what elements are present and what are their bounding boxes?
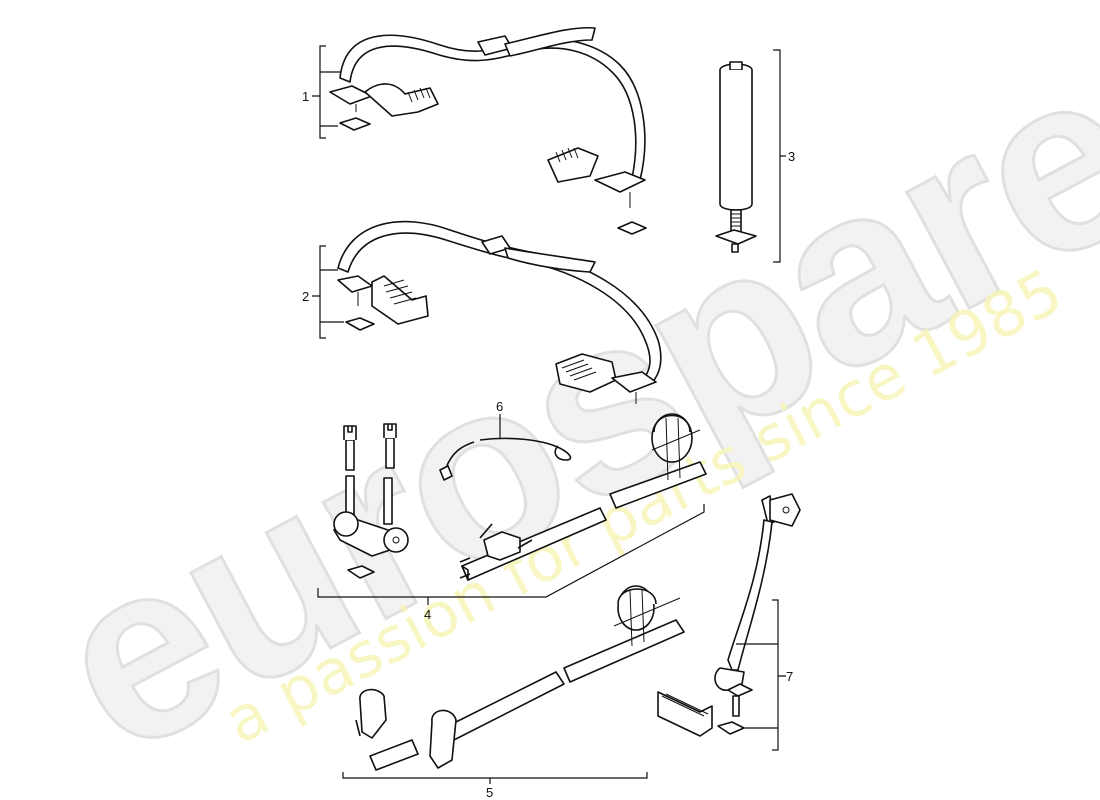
callout-7-label: 7 [786, 669, 793, 684]
callout-2-label: 2 [302, 289, 309, 304]
callout-6[interactable]: 6 [496, 399, 503, 438]
part-2-strap-assembly[interactable] [337, 220, 662, 404]
part-6-security-cable[interactable] [439, 437, 572, 481]
callout-7[interactable]: 7 [736, 599, 793, 751]
part-5-rail-assembly[interactable] [355, 585, 685, 771]
callout-6-label: 6 [496, 399, 503, 414]
callout-4-label: 4 [424, 607, 431, 622]
callout-3-label: 3 [788, 149, 795, 164]
callout-3[interactable]: 3 [773, 49, 795, 263]
part-1-strap-assembly[interactable] [329, 26, 647, 235]
callout-5-label: 5 [486, 785, 493, 800]
callout-2[interactable]: 2 [302, 245, 344, 339]
part-3-spacer-post[interactable] [715, 61, 757, 253]
callout-1-label: 1 [302, 89, 309, 104]
part-7-wheel-arm[interactable] [657, 493, 801, 737]
callout-4[interactable]: 4 [317, 504, 705, 622]
part-4-carrier-assembly[interactable] [333, 413, 707, 581]
callout-5[interactable]: 5 [342, 772, 648, 800]
callout-1[interactable]: 1 [302, 45, 340, 139]
